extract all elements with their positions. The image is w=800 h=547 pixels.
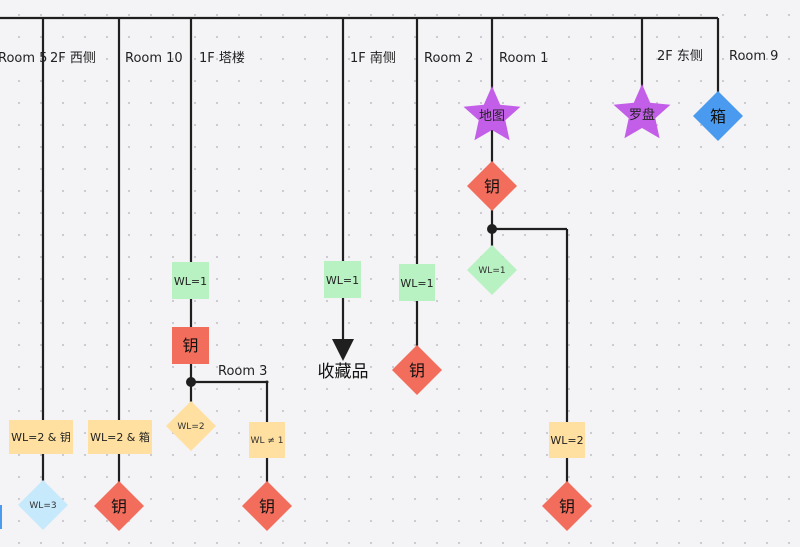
wl3-label-west: WL=3 [29,501,56,511]
key-node-room3[interactable]: 钥 [242,481,292,531]
key-node-room1-bottom[interactable]: 钥 [542,481,592,531]
wl1-diamond-room1[interactable]: WL=1 [467,245,517,295]
wl-not-1-box-room3[interactable]: WL ≠ 1 [249,422,285,458]
wl1-label-south: WL=1 [326,274,359,287]
wl2-key-label-west: WL=2 & 钥 [11,430,71,444]
branch-labels: Room 5 2F 西侧 Room 10 1F 塔楼 1F 南侧 Room 2 … [0,49,778,66]
wl1-box-south[interactable]: WL=1 [324,261,361,298]
branch-label-room9: Room 9 [729,49,778,64]
branch-label-room2: Room 2 [424,51,473,66]
key-node-room2[interactable]: 钥 [392,345,442,395]
key-label-room2: 钥 [409,361,425,380]
star-icon [613,84,671,139]
key-box-tower[interactable]: 钥 [172,327,209,364]
wl-not-1-label-room3: WL ≠ 1 [251,436,284,446]
key-label-tower: 钥 [182,336,198,355]
star-icon [463,86,521,141]
wl2-box-room1[interactable]: WL=2 [549,422,585,458]
box-label-room9: 箱 [710,107,726,126]
wl3-diamond-west[interactable]: WL=3 [18,480,68,530]
branch-label-1f-south: 1F 南侧 [350,50,396,66]
room3-label: Room 3 [218,364,267,379]
key-node-room10[interactable]: 钥 [94,481,144,531]
wl2-box-label-room10: WL=2 & 箱 [90,430,150,444]
map-star-label: 地图 [479,109,505,124]
wl2-label-room1: WL=2 [550,434,583,447]
branch-label-room1: Room 1 [499,51,548,66]
junction-dot-room3-end [265,380,269,384]
compass-star-label: 罗盘 [629,107,655,123]
branch-label-room5: Room 5 [0,51,47,66]
wl1-label-room1: WL=1 [478,266,505,276]
junction-dot-room3 [186,377,196,387]
partial-blue-shape [0,505,2,529]
wl1-label-tower: WL=1 [174,275,207,288]
junction-dot-room1 [487,224,497,234]
wl2-box-room10[interactable]: WL=2 & 箱 [88,420,152,454]
key-label-room1-bottom: 钥 [559,497,575,516]
key-label-room10: 钥 [111,497,127,516]
wl2-diamond-tower[interactable]: WL=2 [166,401,216,451]
wl2-key-box-west[interactable]: WL=2 & 钥 [9,420,73,454]
branch-label-2f-west: 2F 西侧 [50,51,96,66]
wl1-box-tower[interactable]: WL=1 [172,262,209,299]
collection-label: 收藏品 [318,362,369,382]
branch-label-2f-east: 2F 东侧 [657,49,703,64]
key-label-room3: 钥 [259,497,275,516]
key-node-room1[interactable]: 钥 [467,161,517,211]
wl2-label-tower: WL=2 [177,422,204,432]
box-node-room9[interactable]: 箱 [693,91,743,141]
map-star-node[interactable]: 地图 [463,86,521,141]
compass-star-node[interactable]: 罗盘 [613,84,671,139]
key-label-room1: 钥 [484,177,500,196]
branch-label-1f-tower: 1F 塔楼 [199,51,245,66]
branch-label-room10: Room 10 [125,51,183,66]
wl1-box-room2[interactable]: WL=1 [399,264,435,301]
wl1-label-room2: WL=1 [400,277,433,290]
